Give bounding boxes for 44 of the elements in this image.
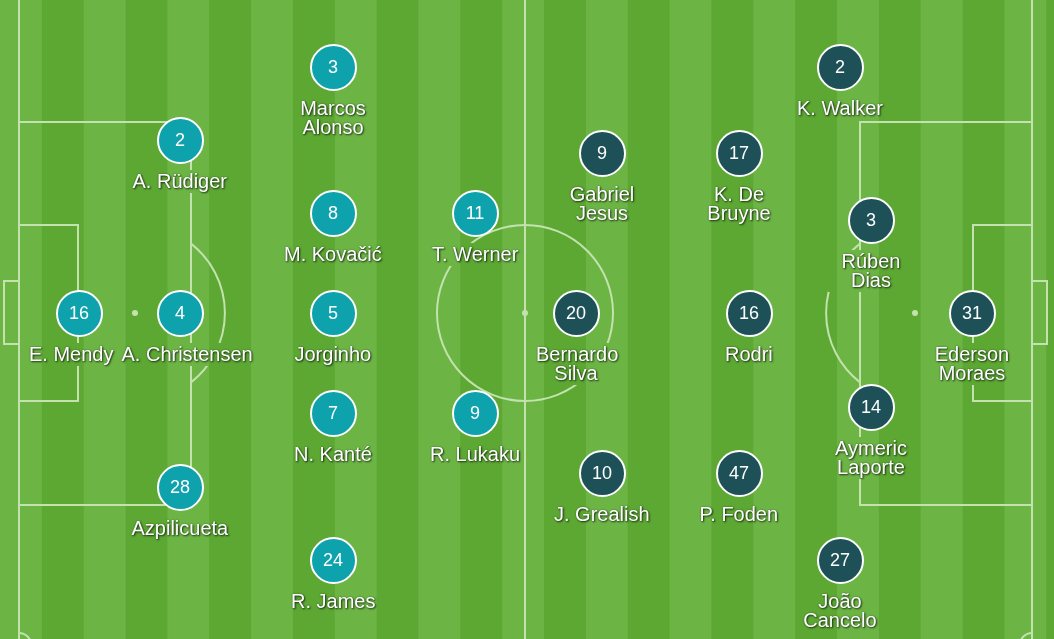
player-name: R. James <box>291 592 376 611</box>
shirt-number: 4 <box>175 303 185 323</box>
shirt-number: 27 <box>830 550 850 570</box>
shirt-number: 3 <box>866 210 876 230</box>
player-name: Marcos Alonso <box>299 99 367 137</box>
shirt-number: 24 <box>323 550 343 570</box>
shirt-number: 9 <box>470 403 480 423</box>
player-name: T. Werner <box>432 245 519 264</box>
shirt-number: 5 <box>328 303 338 323</box>
player-name: A. Christensen <box>121 345 253 364</box>
shirt-number: 7 <box>328 403 338 423</box>
player-name: E. Mendy <box>29 345 114 364</box>
player-name: Azpilicueta <box>131 519 229 538</box>
shirt-number: 2 <box>175 130 185 150</box>
shirt-number: 28 <box>170 477 190 497</box>
player-name: Jorginho <box>294 345 372 364</box>
player-name: Gabriel Jesus <box>568 185 636 223</box>
player-name: K. Walker <box>797 99 883 118</box>
player-name: Rúben Dias <box>840 252 902 290</box>
shirt-number: 16 <box>739 303 759 323</box>
shirt-number: 8 <box>328 203 338 223</box>
player-name: R. Lukaku <box>430 445 521 464</box>
player-name: Rodri <box>725 345 773 364</box>
shirt-number: 47 <box>729 463 749 483</box>
player-name: Aymeric Laporte <box>834 439 908 477</box>
player-name: Bernardo Silva <box>536 345 616 383</box>
shirt-number: 16 <box>69 303 89 323</box>
shirt-number: 17 <box>729 143 749 163</box>
shirt-number: 2 <box>835 57 845 77</box>
player-name: J. Grealish <box>554 505 650 524</box>
player-name: João Cancelo <box>802 592 878 630</box>
player-name: P. Foden <box>699 505 779 524</box>
player-name: M. Kovačić <box>284 245 382 264</box>
shirt-number: 11 <box>465 203 485 223</box>
shirt-number: 31 <box>962 303 982 323</box>
shirt-number: 14 <box>861 397 881 417</box>
shirt-number: 3 <box>328 57 338 77</box>
player-name: K. De Bruyne <box>706 185 772 223</box>
player-name: N. Kanté <box>294 445 372 464</box>
player-name: A. Rüdiger <box>132 172 227 191</box>
shirt-number: 10 <box>592 463 612 483</box>
shirt-number: 9 <box>597 143 607 163</box>
shirt-number: 20 <box>566 303 586 323</box>
player-name: Ederson Moraes <box>933 345 1011 383</box>
